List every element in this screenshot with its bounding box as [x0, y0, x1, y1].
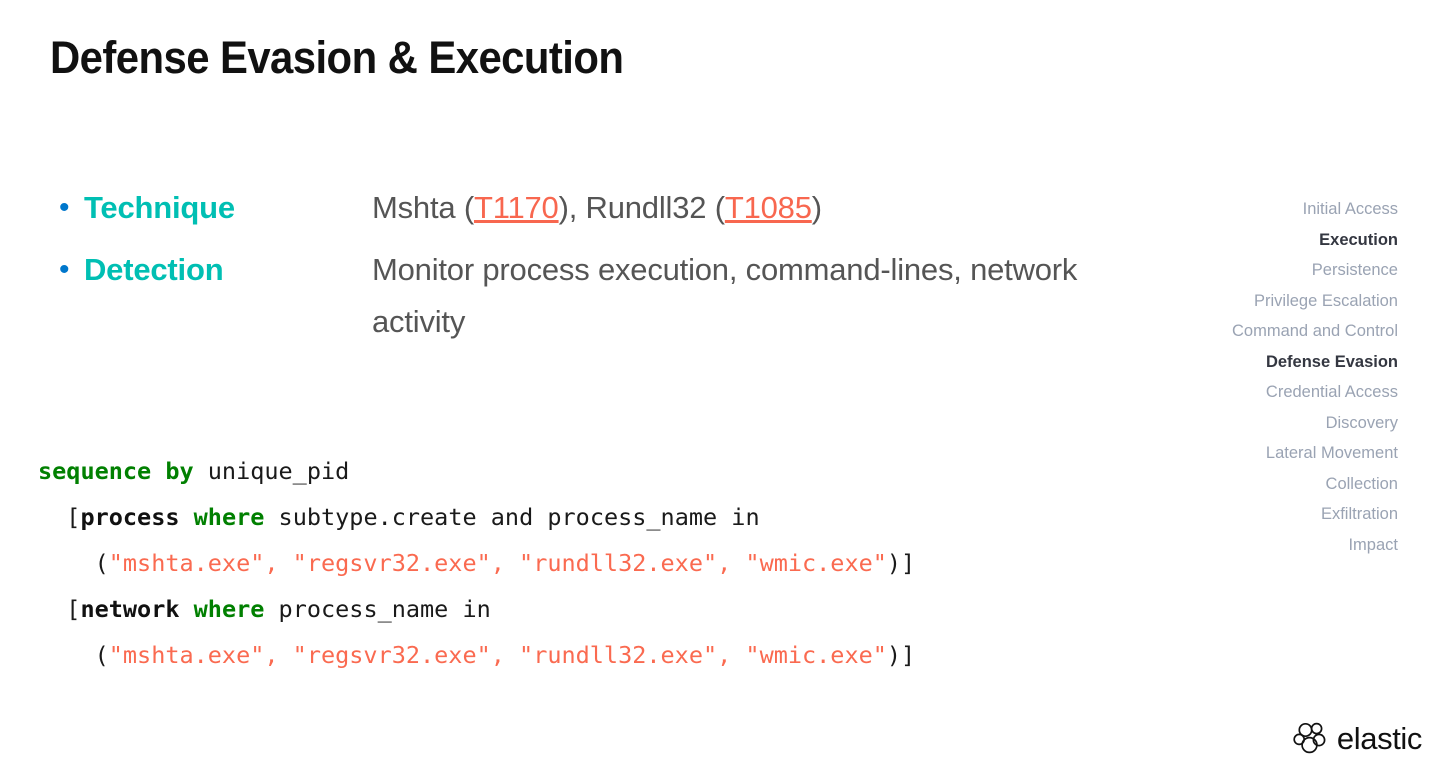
bullet-marker-icon: • [59, 191, 70, 224]
tactic-item-privilege-escalation[interactable]: Privilege Escalation [1254, 291, 1398, 310]
code-token-kw: sequence [38, 456, 152, 485]
code-line: [process where subtype.create and proces… [38, 502, 760, 531]
code-line: ("mshta.exe", "regsvr32.exe", "rundll32.… [38, 640, 916, 669]
bullet-item-technique: • Technique Mshta (T1170), Rundll32 (T10… [50, 182, 1150, 234]
technique-text-suffix: ) [811, 190, 822, 225]
tactic-item-command-and-control[interactable]: Command and Control [1232, 322, 1398, 340]
code-token-str: "mshta.exe", "regsvr32.exe", "rundll32.e… [108, 548, 887, 577]
tactic-item-exfiltration[interactable]: Exfiltration [1320, 505, 1398, 523]
bullet-marker-icon: • [59, 253, 70, 286]
code-token-evt: network [80, 594, 180, 623]
eql-code-block: sequence by unique_pid [process where su… [38, 448, 915, 678]
code-token-plain [180, 503, 194, 531]
code-token-plain: [ [38, 594, 81, 623]
bullet-label-detection: Detection [84, 252, 224, 287]
code-token-kw: where [193, 502, 265, 531]
code-token-plain: )] [886, 640, 916, 669]
technique-text-prefix: Mshta ( [372, 190, 474, 225]
code-token-plain [151, 457, 165, 485]
tactic-item-persistence[interactable]: Persistence [1311, 261, 1398, 279]
code-line: [network where process_name in [38, 595, 491, 623]
code-token-plain [180, 595, 194, 623]
bullet-list: • Technique Mshta (T1170), Rundll32 (T10… [50, 182, 1150, 358]
code-token-plain: [ [38, 502, 81, 531]
technique-link-t1170[interactable]: T1170 [473, 190, 559, 225]
tactic-item-impact[interactable]: Impact [1348, 535, 1398, 554]
tactic-item-discovery[interactable]: Discovery [1325, 413, 1398, 432]
technique-link-t1085[interactable]: T1085 [724, 190, 812, 225]
code-line: sequence by unique_pid [38, 457, 349, 485]
code-token-plain: ( [38, 640, 109, 669]
page-title: Defense Evasion & Execution [50, 32, 624, 83]
bullet-label-technique: Technique [84, 190, 235, 225]
elastic-cluster-icon [1291, 719, 1331, 759]
elastic-wordmark: elastic [1336, 721, 1422, 756]
code-token-kw: by [165, 456, 194, 485]
technique-text-middle: ), Rundll32 ( [558, 190, 725, 225]
tactic-item-execution[interactable]: Execution [1319, 230, 1398, 249]
code-token-kw: where [193, 594, 265, 623]
bullet-value-detection: Monitor process execution, command-lines… [372, 252, 1078, 339]
bullet-value-technique: Mshta (T1170), Rundll32 (T1085) [372, 182, 1150, 234]
code-token-plain: ( [38, 548, 109, 577]
code-token-plain: subtype.create and process_name in [264, 502, 760, 531]
elastic-logo: elastic [1291, 719, 1422, 759]
tactic-item-defense-evasion[interactable]: Defense Evasion [1265, 352, 1398, 371]
code-token-plain: process_name in [264, 594, 491, 623]
code-token-plain: unique_pid [193, 456, 350, 485]
tactic-item-initial-access[interactable]: Initial Access [1302, 200, 1398, 218]
tactic-item-lateral-movement[interactable]: Lateral Movement [1265, 444, 1398, 462]
code-token-plain: )] [886, 548, 916, 577]
code-token-str: "mshta.exe", "regsvr32.exe", "rundll32.e… [108, 640, 887, 669]
bullet-item-detection: • Detection Monitor process execution, c… [50, 244, 1150, 348]
tactic-item-collection[interactable]: Collection [1325, 474, 1398, 493]
tactic-item-credential-access[interactable]: Credential Access [1265, 383, 1398, 401]
code-line: ("mshta.exe", "regsvr32.exe", "rundll32.… [38, 548, 916, 577]
code-token-evt: process [80, 502, 180, 531]
